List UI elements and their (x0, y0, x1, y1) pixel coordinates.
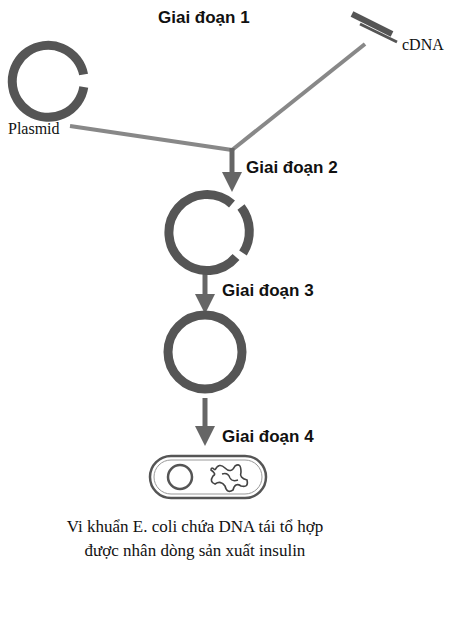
stage-label: Giai đoạn 3 (222, 281, 314, 301)
stage-arrow (203, 398, 208, 436)
merge-lines (70, 44, 365, 150)
stage-label: Giai đoạn 1 (158, 8, 250, 28)
part-name: cDNA (402, 36, 444, 54)
stage-label: Giai đoạn 2 (246, 158, 338, 178)
stage-label: Giai đoạn 4 (222, 427, 314, 447)
stage-arrow (230, 148, 235, 182)
part-name: Plasmid (8, 120, 60, 138)
cdna-fragment (352, 14, 397, 42)
recombinant-ring (168, 315, 242, 389)
stage-arrow (203, 272, 208, 304)
bacterium (150, 456, 266, 498)
figure-caption: Vi khuẩn E. coli chứa DNA tái tổ hợp đượ… (50, 515, 340, 563)
plasmid-ring (12, 45, 84, 117)
recombinant-ring-open (169, 195, 249, 271)
